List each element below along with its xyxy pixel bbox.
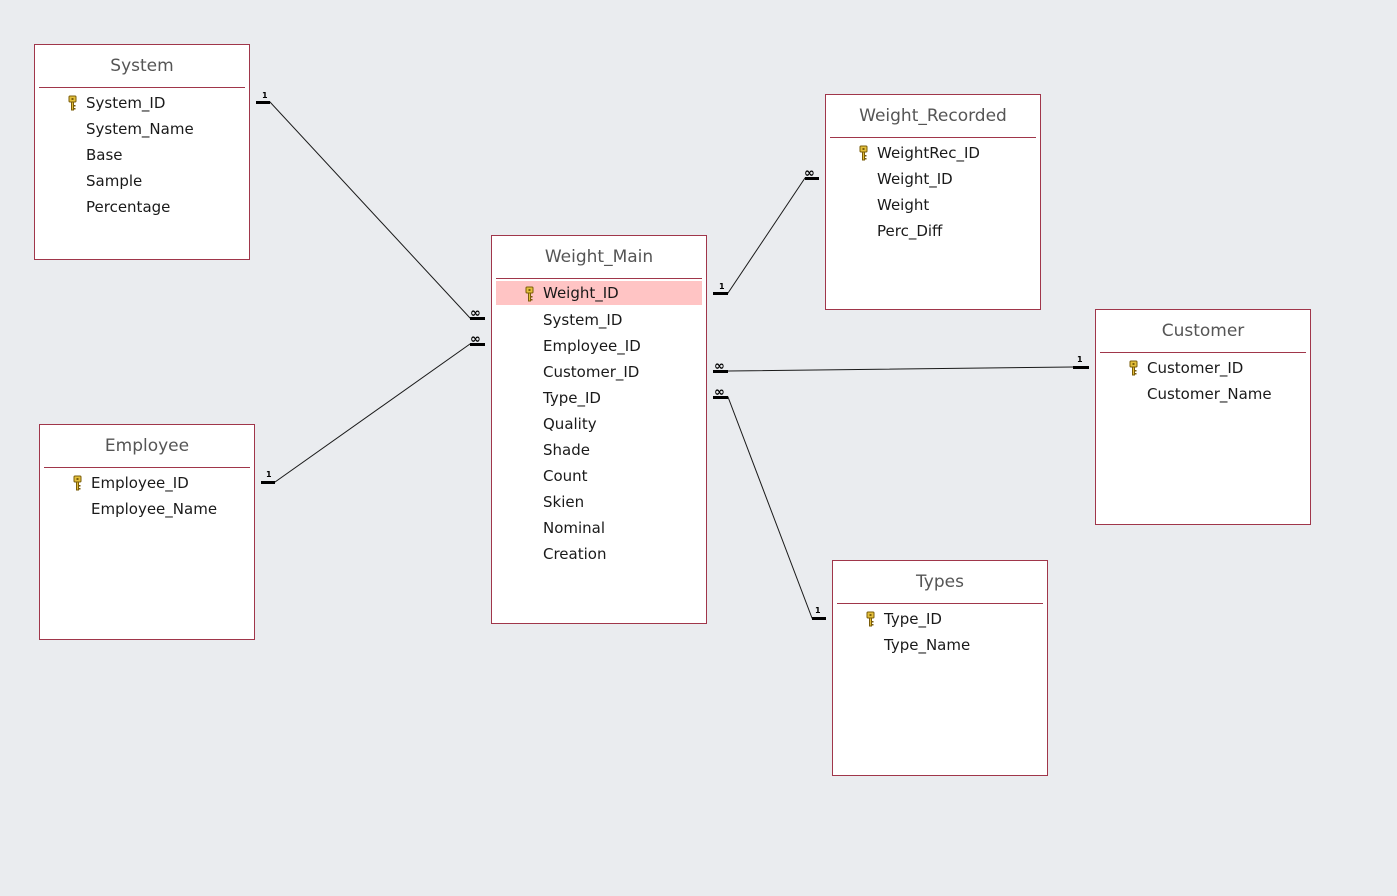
field-row[interactable]: Sample bbox=[39, 168, 245, 194]
field-name: Employee_ID bbox=[91, 474, 189, 492]
cardinality-many-label: ∞ bbox=[714, 359, 725, 374]
key-icon bbox=[1126, 360, 1140, 377]
key-icon bbox=[65, 95, 79, 112]
title-divider bbox=[1100, 352, 1306, 353]
cardinality-one-label: 1 bbox=[266, 470, 272, 479]
field-name: System_ID bbox=[543, 311, 623, 329]
title-divider bbox=[837, 603, 1043, 604]
title-divider bbox=[39, 87, 245, 88]
field-row[interactable]: Quality bbox=[496, 411, 702, 437]
field-row[interactable]: System_ID bbox=[39, 90, 245, 116]
field-name: Customer_ID bbox=[543, 363, 640, 381]
field-name: Skien bbox=[543, 493, 585, 511]
field-name: Type_ID bbox=[543, 389, 601, 407]
field-row[interactable]: Type_ID bbox=[837, 606, 1043, 632]
field-name: Sample bbox=[86, 172, 143, 190]
key-icon bbox=[856, 145, 870, 162]
field-name: Quality bbox=[543, 415, 597, 433]
field-row[interactable]: Weight bbox=[830, 192, 1036, 218]
field-name: System_ID bbox=[86, 94, 166, 112]
field-name: Weight_ID bbox=[877, 170, 953, 188]
field-row[interactable]: Customer_ID bbox=[496, 359, 702, 385]
field-row[interactable]: System_ID bbox=[496, 307, 702, 333]
field-name: Creation bbox=[543, 545, 607, 563]
field-row[interactable]: Type_Name bbox=[837, 632, 1043, 658]
field-row[interactable]: Skien bbox=[496, 489, 702, 515]
rel-weightmain-weightrec[interactable] bbox=[713, 177, 819, 294]
field-name: WeightRec_ID bbox=[877, 144, 980, 162]
table-title[interactable]: Customer bbox=[1161, 321, 1245, 341]
field-name: Customer_Name bbox=[1147, 385, 1272, 403]
cardinality-many-label: ∞ bbox=[714, 385, 725, 400]
cardinality-one-label: 1 bbox=[1077, 355, 1083, 364]
field-row[interactable]: Perc_Diff bbox=[830, 218, 1036, 244]
field-row[interactable]: Customer_ID bbox=[1100, 355, 1306, 381]
field-name: Weight bbox=[877, 196, 930, 214]
key-icon bbox=[70, 475, 84, 492]
table-title[interactable]: Weight_Main bbox=[544, 247, 654, 267]
key-icon bbox=[863, 611, 877, 628]
cardinality-one-label: 1 bbox=[815, 606, 821, 615]
cardinality-one-label: 1 bbox=[719, 282, 725, 291]
field-name: System_Name bbox=[86, 120, 194, 138]
field-name: Nominal bbox=[543, 519, 606, 537]
cardinality-many-label: ∞ bbox=[470, 306, 481, 321]
field-list: Weight_ID System_ID Employee_ID Customer_ID… bbox=[496, 281, 702, 567]
title-divider bbox=[830, 137, 1036, 138]
field-row[interactable]: Weight_ID bbox=[830, 166, 1036, 192]
field-name: Weight_ID bbox=[543, 284, 619, 302]
field-name: Employee_Name bbox=[91, 500, 218, 518]
field-name: Type_ID bbox=[884, 610, 942, 628]
field-row[interactable]: Employee_ID bbox=[44, 470, 250, 496]
field-name: Count bbox=[543, 467, 588, 485]
field-row[interactable]: Shade bbox=[496, 437, 702, 463]
field-name: Customer_ID bbox=[1147, 359, 1244, 377]
rel-employee-weightmain[interactable] bbox=[261, 343, 485, 483]
field-row[interactable]: System_Name bbox=[39, 116, 245, 142]
cardinality-one-label: 1 bbox=[262, 91, 268, 100]
field-name: Shade bbox=[543, 441, 590, 459]
rel-weightmain-types[interactable] bbox=[713, 396, 826, 619]
field-list: Type_ID Type_Name bbox=[837, 606, 1043, 658]
field-row[interactable]: Customer_Name bbox=[1100, 381, 1306, 407]
field-row[interactable]: Employee_Name bbox=[44, 496, 250, 522]
field-row[interactable]: Nominal bbox=[496, 515, 702, 541]
table-title[interactable]: System bbox=[110, 56, 174, 76]
field-list: Employee_ID Employee_Name bbox=[44, 470, 250, 522]
field-name: Type_Name bbox=[884, 636, 971, 654]
field-row[interactable]: Employee_ID bbox=[496, 333, 702, 359]
cardinality-many-label: ∞ bbox=[470, 332, 481, 347]
field-name: Base bbox=[86, 146, 123, 164]
table-title[interactable]: Weight_Recorded bbox=[859, 106, 1007, 126]
rel-weightmain-customer[interactable] bbox=[713, 366, 1089, 372]
field-row[interactable]: Type_ID bbox=[496, 385, 702, 411]
field-name: Perc_Diff bbox=[877, 222, 943, 240]
field-row[interactable]: Base bbox=[39, 142, 245, 168]
title-divider bbox=[44, 467, 250, 468]
field-row[interactable]: Count bbox=[496, 463, 702, 489]
rel-system-weightmain[interactable] bbox=[256, 101, 485, 319]
field-list: Customer_ID Customer_Name bbox=[1100, 355, 1306, 407]
table-title[interactable]: Types bbox=[916, 572, 964, 592]
field-row[interactable]: Creation bbox=[496, 541, 702, 567]
field-row[interactable]: Percentage bbox=[39, 194, 245, 220]
field-row[interactable]: WeightRec_ID bbox=[830, 140, 1036, 166]
field-name: Percentage bbox=[86, 198, 171, 216]
cardinality-many-label: ∞ bbox=[804, 166, 815, 181]
key-icon bbox=[522, 286, 536, 303]
field-row[interactable]: Weight_ID bbox=[496, 281, 702, 305]
table-title[interactable]: Employee bbox=[104, 436, 190, 456]
field-name: Employee_ID bbox=[543, 337, 641, 355]
title-divider bbox=[496, 278, 702, 279]
